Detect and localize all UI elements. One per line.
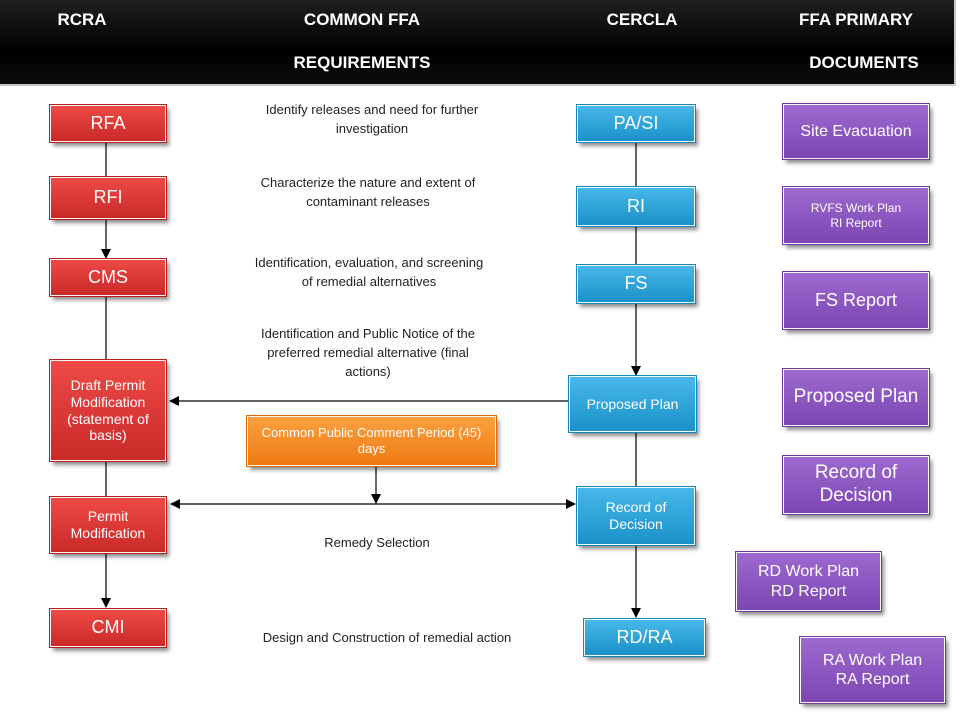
doc-rvfs-workplan-box: RVFS Work Plan RI Report xyxy=(782,186,930,245)
doc-fs-report-box: FS Report xyxy=(782,271,930,330)
cercla-proposed-plan-box: Proposed Plan xyxy=(568,375,697,433)
rcra-rfa-box: RFA xyxy=(49,104,167,143)
cercla-rod-box: Record of Decision xyxy=(576,486,696,546)
rcra-rfi-box: RFI xyxy=(49,176,167,220)
cercla-pasi-box: PA/SI xyxy=(576,104,696,143)
header-rcra: RCRA xyxy=(57,10,107,29)
common-characterize: Characterize the nature and extent of co… xyxy=(260,175,476,209)
doc-rd-workplan-line1: RD Work Plan xyxy=(757,563,860,581)
header-bar: RCRA COMMON FFA REQUIREMENTS CERCLA FFA … xyxy=(0,0,956,86)
header-ffa-primary-line1: FFA PRIMARY xyxy=(799,10,913,29)
common-comment-period-box: Common Public Comment Period (45) days xyxy=(246,415,497,467)
header-common-ffa-line2: REQUIREMENTS xyxy=(293,53,431,72)
doc-rvfs-workplan-line2: RI Report xyxy=(830,215,882,230)
doc-rd-workplan-line2: RD Report xyxy=(770,582,847,600)
rcra-permit-modification-box: Permit Modification xyxy=(49,496,167,554)
header-ffa-primary-line2: DOCUMENTS xyxy=(809,53,919,72)
header-cercla: CERCLA xyxy=(606,10,678,29)
cercla-rdra-box: RD/RA xyxy=(583,618,706,657)
rcra-cms-box: CMS xyxy=(49,258,167,297)
doc-site-evacuation-box: Site Evacuation xyxy=(782,103,930,160)
doc-ra-workplan-box: RA Work Plan RA Report xyxy=(799,636,946,704)
common-identify-releases: Identify releases and need for further i… xyxy=(265,102,479,136)
doc-proposed-plan-box: Proposed Plan xyxy=(782,368,930,427)
rcra-cmi-box: CMI xyxy=(49,608,167,648)
rcra-draft-permit-box: Draft Permit Modification (statement of … xyxy=(49,359,167,462)
doc-ra-workplan-line1: RA Work Plan xyxy=(822,651,923,669)
common-public-notice: Identification and Public Notice of the … xyxy=(261,326,475,379)
doc-ra-workplan-line2: RA Report xyxy=(835,671,910,688)
doc-rod-box: Record of Decision xyxy=(782,455,930,515)
header-common-ffa-line1: COMMON FFA xyxy=(303,10,421,29)
cercla-ri-box: RI xyxy=(576,186,696,227)
doc-rvfs-workplan-line1: RVFS Work Plan xyxy=(810,201,902,216)
common-design-construction: Design and Construction of remedial acti… xyxy=(262,630,512,645)
cercla-fs-box: FS xyxy=(576,264,696,304)
doc-rd-workplan-box: RD Work Plan RD Report xyxy=(735,551,882,612)
common-evaluation: Identification, evaluation, and screenin… xyxy=(254,255,484,289)
common-remedy-selection: Remedy Selection xyxy=(324,535,430,550)
